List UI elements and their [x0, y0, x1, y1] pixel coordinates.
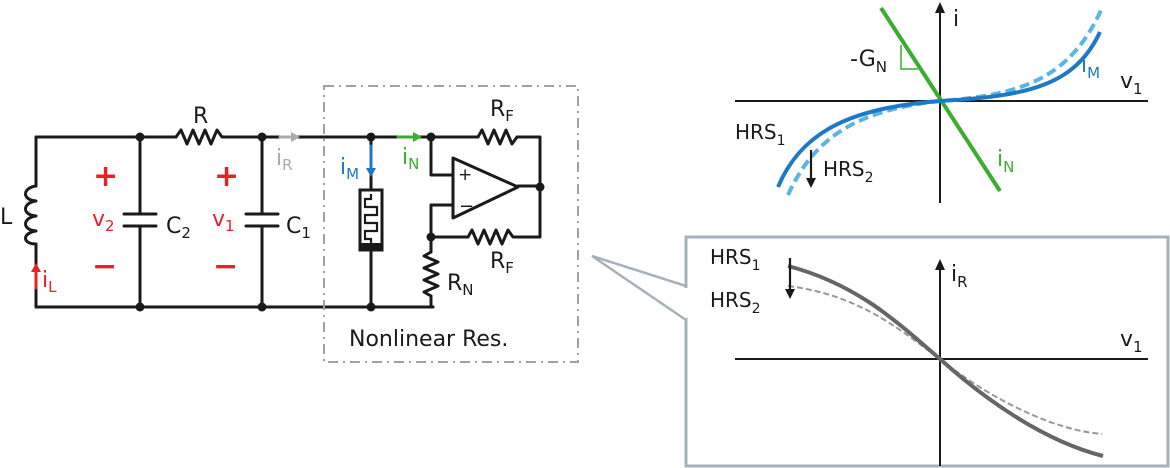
rf-bottom-label: RF: [490, 249, 514, 277]
junction-dot: [257, 302, 267, 312]
resistor-rf-top: [476, 128, 526, 146]
graph-bottom: iR v1 HRS1 HRS2: [710, 245, 1148, 466]
junction-dot: [426, 232, 436, 242]
opamp-plus-label: +: [458, 165, 472, 185]
ir-label: iR: [276, 146, 293, 174]
v2-label: v2: [92, 207, 115, 235]
junctions: [135, 132, 545, 312]
arrow-il-head: [31, 263, 41, 272]
bottom-x-label: v1: [1120, 327, 1143, 356]
bottom-y-label: iR: [951, 262, 968, 291]
top-hrs-arrow-head: [806, 178, 816, 188]
junction-dot: [257, 132, 267, 142]
v1-plus: +: [214, 159, 239, 194]
top-y-label: i: [953, 7, 959, 32]
junction-dot: [426, 132, 436, 142]
nonlinear-resistor-box: [323, 85, 579, 363]
capacitor1-label: C1: [286, 214, 311, 242]
junction-dot: [135, 302, 145, 312]
arrow-im-head: [366, 168, 376, 177]
resistor-label: R: [193, 104, 208, 129]
inductor-l: [24, 184, 38, 246]
junction-dot: [366, 132, 376, 142]
rf-top-label: RF: [490, 97, 514, 125]
top-gn-label: -GN: [850, 47, 887, 76]
nonlinear-box-label: Nonlinear Res.: [349, 327, 508, 352]
bottom-hrs-arrow-head: [785, 289, 795, 299]
im-label: iM: [340, 155, 359, 183]
v1-minus: −: [213, 249, 238, 284]
top-gn-triangle: [900, 45, 918, 70]
capacitor-c1: [244, 212, 280, 228]
wire-opamp-minus-in: [429, 203, 470, 239]
v2-plus: +: [93, 159, 118, 194]
rn-label: RN: [447, 271, 474, 299]
v2-minus: −: [92, 249, 117, 284]
memristor-band: [360, 243, 382, 251]
top-in-label: iN: [997, 147, 1014, 176]
in-label: iN: [402, 145, 419, 173]
graph-top: i v1 -GN iM iN HRS1 HRS2: [735, 2, 1148, 203]
bottom-hrs2-curve: [787, 285, 1103, 435]
resistor-rn: [422, 250, 440, 298]
circuit-labels: L R C2 C1 + v2 − + v1 − iL iR iM iN RF R…: [0, 97, 514, 352]
capacitor-c2: [122, 212, 158, 228]
opamp-minus-label: −: [459, 196, 474, 217]
resistor-r: [174, 128, 228, 146]
capacitor2-label: C2: [166, 214, 191, 242]
top-x-label: v1: [1120, 69, 1143, 98]
il-label: iL: [42, 268, 57, 296]
wire-opamp-plus-in: [429, 135, 455, 177]
bottom-hrs1-curve: [787, 264, 1104, 458]
opamp: [451, 156, 520, 220]
top-y-arrow: [935, 2, 945, 13]
junction-dot: [366, 302, 376, 312]
current-arrows: [31, 132, 422, 290]
memristor: [358, 188, 384, 252]
callout: [591, 235, 1170, 468]
bottom-hrs1-label: HRS1: [710, 245, 761, 274]
callout-pointer: [591, 254, 687, 322]
memristor-zigzag: [363, 194, 379, 243]
junction-dot: [135, 132, 145, 142]
top-hrs2-label: HRS2: [823, 157, 874, 186]
callout-box: [684, 235, 1170, 468]
top-hrs1-curve: [776, 31, 1102, 188]
bottom-y-arrow: [935, 259, 945, 270]
bottom-hrs2-label: HRS2: [710, 288, 761, 317]
arrow-ir-head: [291, 132, 300, 142]
top-im-label: iM: [1081, 53, 1100, 82]
junction-dot: [535, 182, 545, 192]
wire-rn-bottom: [429, 294, 435, 309]
top-hrs1-label: HRS1: [735, 120, 786, 149]
arrow-in-head: [413, 132, 422, 142]
inductor-label: L: [0, 205, 13, 230]
v1-label: v1: [212, 207, 235, 235]
resistor-rf-bottom: [466, 228, 524, 246]
